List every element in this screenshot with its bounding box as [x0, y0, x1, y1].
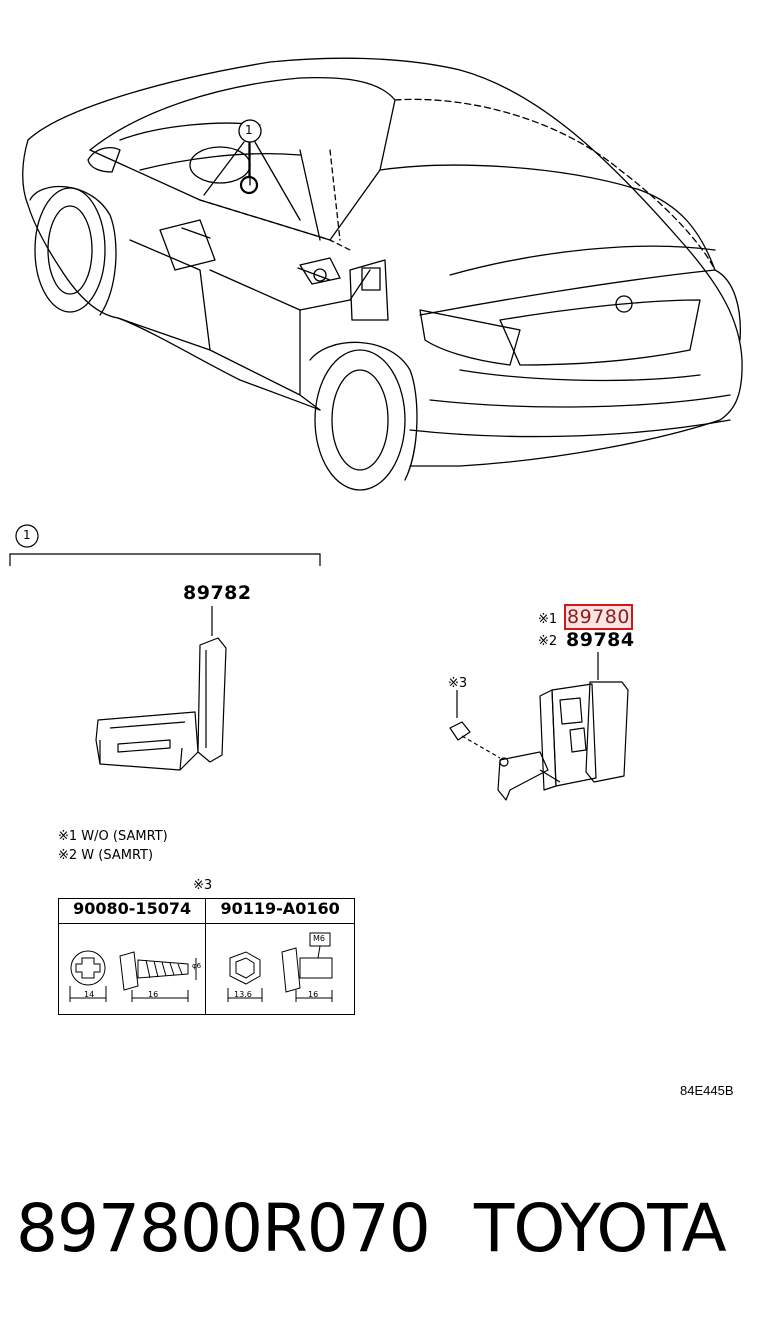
callout-number: 1 [245, 123, 253, 137]
note-mark-1: ※1 [538, 612, 558, 627]
note-mark-2: ※2 [538, 634, 558, 649]
bracket-part-drawing [95, 606, 227, 771]
part-label-89784: 89784 [566, 629, 635, 651]
bolt-thread-dim: M6 [313, 934, 325, 943]
table-header-col1: 90080-15074 [57, 898, 207, 924]
fastener-drawings [69, 932, 333, 1002]
part-label-89780-highlighted[interactable]: 89780 [564, 604, 633, 630]
screw-dia-dim: φ6 [192, 962, 202, 970]
group-bracket [9, 524, 321, 566]
bolt-length-dim: 16 [308, 990, 319, 999]
caption-part-number: 897800R070 [16, 1190, 431, 1267]
diagram-code: 84E445B [680, 1083, 734, 1098]
part-label-89782: 89782 [183, 582, 252, 604]
bolt-mark-3: ※3 [448, 676, 468, 691]
sensor-module-drawing [449, 652, 629, 801]
group-number: 1 [23, 528, 31, 542]
caption-brand: TOYOTA [474, 1190, 727, 1267]
note-line-2: ※2 W (SAMRT) [58, 848, 154, 863]
note-line-1: ※1 W/O (SAMRT) [58, 829, 168, 844]
car-illustration [22, 57, 743, 491]
table-mark-3: ※3 [193, 878, 213, 893]
screw-head-dim: 14 [84, 990, 95, 999]
screw-length-dim: 16 [148, 990, 159, 999]
bolt-head-dim: 13.6 [234, 990, 252, 999]
